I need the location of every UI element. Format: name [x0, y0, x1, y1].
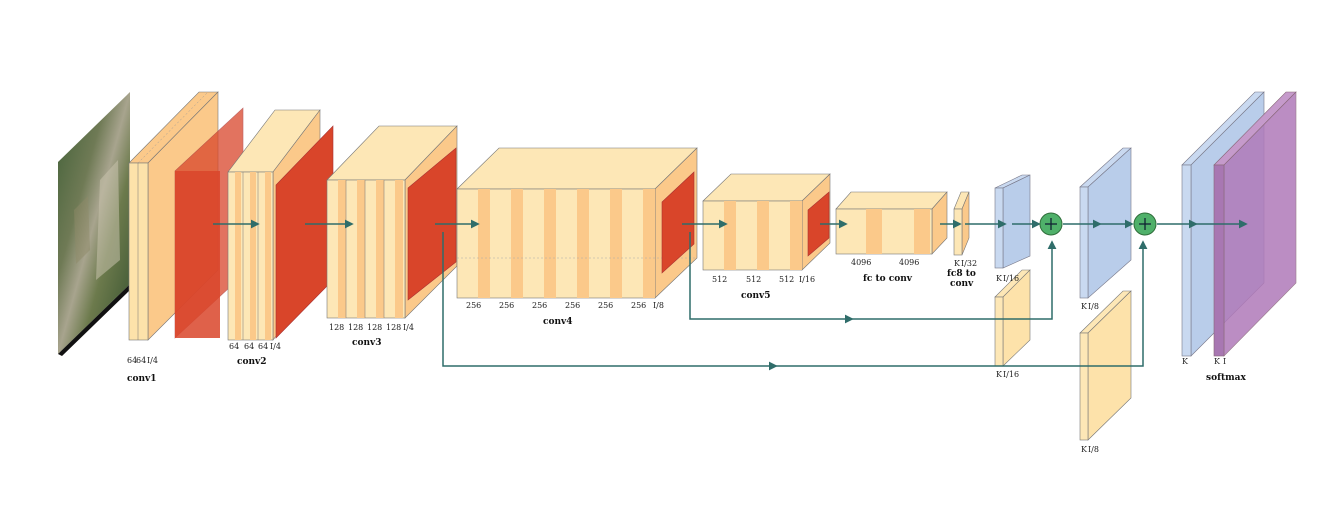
- fc8-name: fc8 to: [947, 269, 976, 279]
- upsample2-block: [1079, 147, 1132, 299]
- skip-arrows: [442, 232, 1148, 371]
- softmax-label: K: [1214, 357, 1221, 366]
- fc8-name: conv: [950, 279, 974, 289]
- conv3-channel-label: 128: [386, 323, 401, 332]
- conv3-scale-label: I/4: [403, 323, 414, 332]
- upsample1-block: [994, 174, 1031, 269]
- upsample1-label: K: [996, 274, 1003, 283]
- upsample2-label: K: [1081, 302, 1088, 311]
- pool5-layer: [807, 191, 830, 257]
- conv4-channel-label: 256: [499, 301, 514, 310]
- pool4-layer: [661, 171, 695, 274]
- conv1-name: conv1: [127, 374, 157, 384]
- fc-channel-label: 4096: [899, 258, 919, 267]
- upsample1-scale-label: I/16: [1003, 274, 1019, 283]
- conv4-scale-label: I/8: [653, 301, 664, 310]
- conv3-channel-label: 128: [329, 323, 344, 332]
- conv3-channel-label: 128: [367, 323, 382, 332]
- fc-block: [835, 191, 948, 255]
- conv2-name: conv2: [237, 357, 267, 367]
- conv2-scale-label: I/4: [270, 342, 281, 351]
- conv2-channel-label: 64: [258, 342, 268, 351]
- conv3-channel-label: 128: [348, 323, 363, 332]
- conv4-name: conv4: [543, 317, 573, 327]
- softmax-block: [1213, 91, 1297, 357]
- conv1-channel-label: 64: [136, 356, 146, 365]
- softmax-name: softmax: [1206, 373, 1246, 383]
- softmax-scale-label: I: [1223, 357, 1226, 366]
- skip2-scale-label: I/8: [1088, 445, 1099, 454]
- input-image: [58, 92, 130, 356]
- sum-node-2: [1133, 212, 1157, 236]
- conv2-channel-label: 64: [244, 342, 254, 351]
- conv3-name: conv3: [352, 338, 382, 348]
- conv5-name: conv5: [741, 291, 771, 301]
- skip1-label: K: [996, 370, 1003, 379]
- conv4-block: [456, 147, 698, 299]
- pool3-layer: [407, 147, 457, 301]
- upsample2-scale-label: I/8: [1088, 302, 1099, 311]
- output-label: K: [1182, 357, 1189, 366]
- fc8-label: K: [954, 259, 961, 268]
- conv5-block: [702, 173, 831, 271]
- conv5-channel-label: 512: [746, 275, 761, 284]
- conv2-channel-label: 64: [229, 342, 239, 351]
- fc8-scale-label: I/32: [961, 259, 977, 268]
- conv1-scale-label: I/4: [147, 356, 158, 365]
- skip2-label: K: [1081, 445, 1088, 454]
- sum-node-1: [1039, 212, 1063, 236]
- conv1-channel-label: 64: [127, 356, 137, 365]
- conv4-channel-label: 256: [565, 301, 580, 310]
- fc-channel-label: 4096: [851, 258, 871, 267]
- conv4-channel-label: 256: [598, 301, 613, 310]
- fc-name: fc to conv: [863, 274, 913, 284]
- skip1-scale-label: I/16: [1003, 370, 1019, 379]
- conv5-channel-label: 512: [712, 275, 727, 284]
- conv4-channel-label: 256: [466, 301, 481, 310]
- conv4-channel-label: 256: [532, 301, 547, 310]
- conv5-channel-label: 512: [779, 275, 794, 284]
- conv4-channel-label: 256: [631, 301, 646, 310]
- conv5-scale-label: I/16: [799, 275, 815, 284]
- skip1-block: [994, 269, 1031, 367]
